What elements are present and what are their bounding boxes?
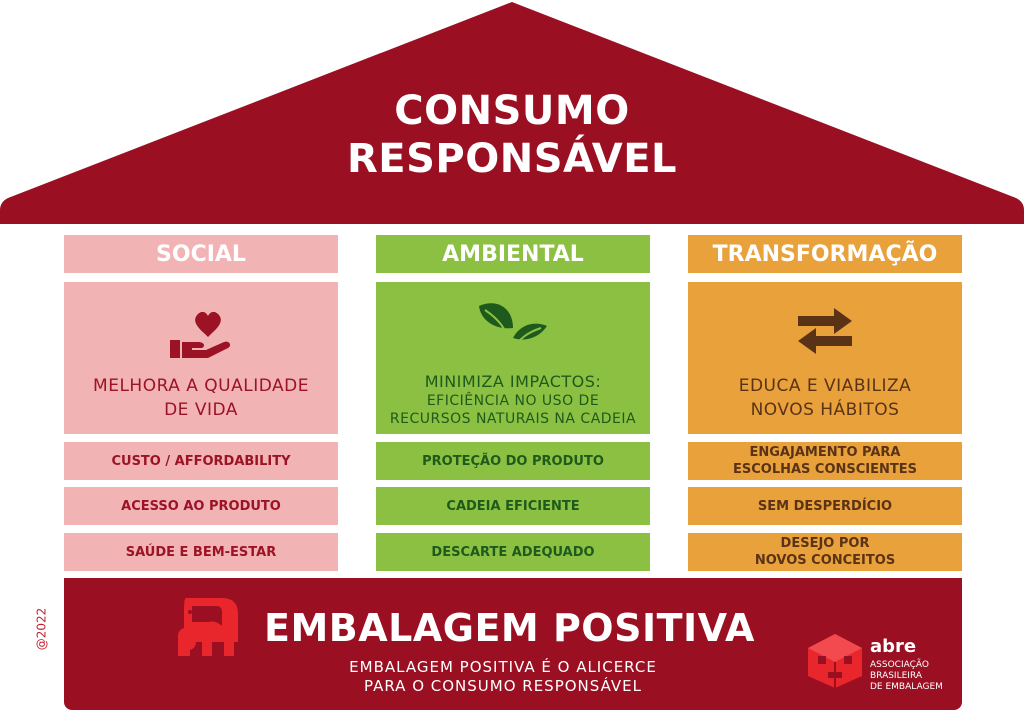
logo-name: abre xyxy=(870,636,917,657)
transformacao-item-2: SEM DESPERDÍCIO xyxy=(688,487,962,525)
foundation-bar: EMBALAGEM POSITIVA EMBALAGEM POSITIVA É … xyxy=(64,578,962,710)
ambiental-panel-line3: RECURSOS NATURAIS NA CADEIA xyxy=(389,411,637,427)
transformacao-item-1-line1: ENGAJAMENTO PARA xyxy=(749,445,901,460)
social-item-2: ACESSO AO PRODUTO xyxy=(64,487,338,525)
foundation-subtitle-line2: PARA O CONSUMO RESPONSÁVEL xyxy=(364,677,642,695)
copyright: @2022 xyxy=(26,600,66,660)
transformacao-item-3-line1: DESEJO POR xyxy=(780,536,870,551)
ambiental-panel: MINIMIZA IMPACTOS: EFICIÊNCIA NO USO DE … xyxy=(376,282,650,434)
transformacao-item-3-line2: NOVOS CONCEITOS xyxy=(754,553,896,568)
transformacao-item-1: ENGAJAMENTO PARA ESCOLHAS CONSCIENTES xyxy=(688,442,962,480)
transformacao-panel-line1: EDUCA E VIABILIZA xyxy=(738,376,912,396)
transformacao-header: TRANSFORMAÇÃO xyxy=(688,235,962,273)
foundation-title: EMBALAGEM POSITIVA xyxy=(264,606,755,650)
logo-line3: DE EMBALAGEM xyxy=(870,682,943,692)
transformacao-item-2-line1: SEM DESPERDÍCIO xyxy=(757,498,893,514)
roof-title-line1: CONSUMO xyxy=(394,88,630,134)
ambiental-panel-line2: EFICIÊNCIA NO USO DE xyxy=(426,393,600,409)
social-item-3: SAÚDE E BEM-ESTAR xyxy=(64,533,338,571)
social-panel: MELHORA A QUALIDADE DE VIDA xyxy=(64,282,338,434)
social-panel-line1: MELHORA A QUALIDADE xyxy=(93,376,309,396)
copyright-text: @2022 xyxy=(34,607,49,651)
social-header: SOCIAL xyxy=(64,235,338,273)
ambiental-panel-line1: MINIMIZA IMPACTOS: xyxy=(424,372,602,391)
leaves-icon xyxy=(376,298,650,354)
transformacao-panel-line2: NOVOS HÁBITOS xyxy=(750,400,900,420)
ambiental-header: AMBIENTAL xyxy=(376,235,650,273)
logo-line1: ASSOCIAÇÃO xyxy=(870,660,929,670)
hand-heart-icon xyxy=(64,308,338,360)
social-item-1: CUSTO / AFFORDABILITY xyxy=(64,442,338,480)
transformacao-panel: EDUCA E VIABILIZA NOVOS HÁBITOS xyxy=(688,282,962,434)
transformacao-item-1-line2: ESCOLHAS CONSCIENTES xyxy=(732,462,918,477)
exchange-arrows-icon xyxy=(688,304,962,356)
abre-cube-logo-icon xyxy=(808,634,862,688)
ambiental-item-1: PROTEÇÃO DO PRODUTO xyxy=(376,442,650,480)
transformacao-item-3: DESEJO POR NOVOS CONCEITOS xyxy=(688,533,962,571)
roof-title-line2: RESPONSÁVEL xyxy=(346,136,678,182)
elephant-icon xyxy=(178,598,238,656)
logo-line2: BRASILEIRA xyxy=(870,671,922,681)
social-panel-line2: DE VIDA xyxy=(164,400,238,420)
foundation-subtitle-line1: EMBALAGEM POSITIVA É O ALICERCE xyxy=(349,658,657,676)
ambiental-item-2: CADEIA EFICIENTE xyxy=(376,487,650,525)
ambiental-item-3: DESCARTE ADEQUADO xyxy=(376,533,650,571)
roof-shape xyxy=(0,2,1024,224)
